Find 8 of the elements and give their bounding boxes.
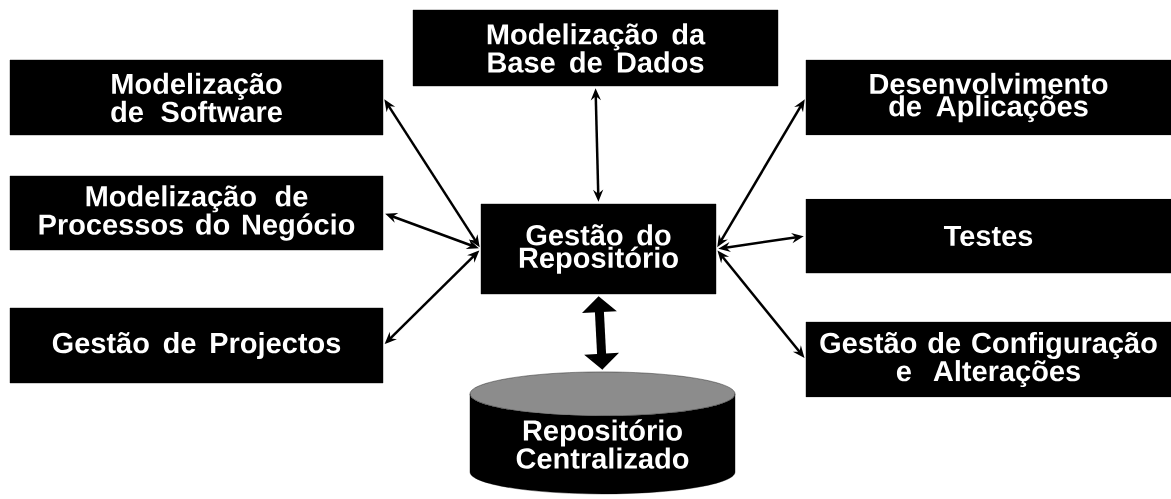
process-box: Gestão do Repositório [480, 203, 717, 295]
process-box: Modelização da Base de Dados [412, 9, 779, 87]
process-box: Gestão de Configuração e Alterações [805, 321, 1171, 398]
process-box: Testes [805, 198, 1171, 274]
process-box: Modelização de Processos do Negócio [9, 175, 384, 251]
process-box: Modelização de Software [9, 59, 384, 136]
process-box: Desenvolvimento de Aplicações [805, 59, 1171, 136]
process-box: Gestão de Projectos [9, 307, 384, 384]
